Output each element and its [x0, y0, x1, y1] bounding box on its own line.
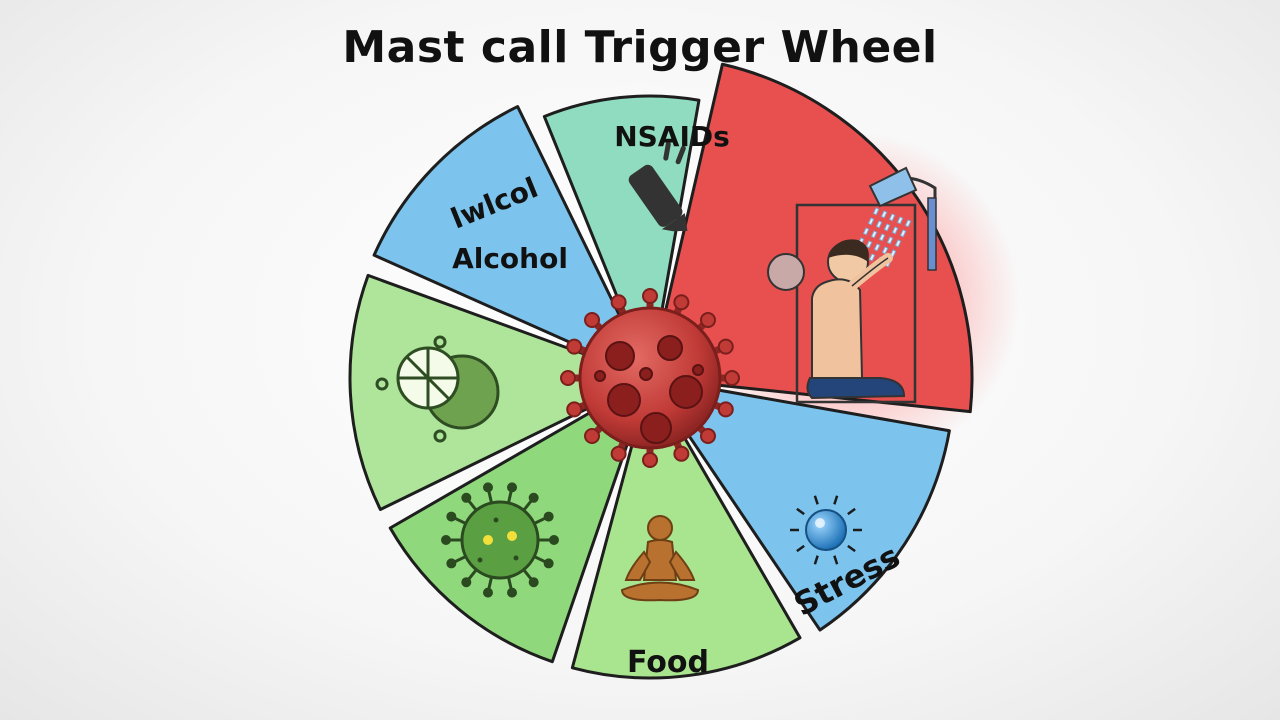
cell-spike-tip [642, 452, 658, 468]
water-drop [894, 239, 902, 248]
cell-granule [657, 335, 683, 361]
cell-spike-tip [560, 370, 576, 386]
pill-icon [628, 141, 688, 232]
water-drop [881, 246, 889, 255]
cell-spike-tip [584, 312, 601, 329]
cell-spike-tip [642, 288, 658, 304]
water-drop [873, 243, 881, 252]
segment-label-food: Food [627, 645, 709, 680]
shower-person-icon [767, 166, 937, 404]
water-drop [870, 230, 878, 239]
cell-granule [594, 370, 606, 382]
bubble-ray [847, 507, 856, 516]
virus-spike-tip [446, 558, 457, 569]
virus-spike-tip [528, 577, 539, 588]
water-drop [896, 216, 904, 225]
bubble-ray [813, 495, 819, 505]
cell-spike-tip [584, 427, 601, 444]
bubble-icon [790, 495, 862, 565]
virus-spike-tip [507, 482, 518, 493]
virus-spike-tip [543, 558, 554, 569]
cell-granule [639, 367, 653, 381]
meditation-person-icon [620, 515, 700, 602]
virus-spike-tip [507, 587, 518, 598]
cell-spike-tip [673, 294, 690, 311]
water-drop [875, 220, 883, 229]
virus-spike-tip [482, 587, 493, 598]
virus-spike-tip [528, 492, 539, 503]
cell-spike-tip [610, 445, 627, 462]
water-drop [868, 253, 876, 262]
cell-granule [669, 375, 703, 409]
cell-spike-tip [724, 370, 740, 386]
water-drop [888, 213, 896, 222]
bubble-ray [813, 555, 819, 565]
virus-spike-tip [549, 535, 559, 545]
virus-spike-tip [446, 511, 457, 522]
virus-spike-tip [482, 482, 493, 493]
diagram-title: Mast call Trigger Wheel [342, 22, 938, 73]
virus-spike-tip [441, 535, 451, 545]
segments-group [348, 62, 974, 680]
virus-spike-tip [461, 577, 472, 588]
water-drop [867, 217, 875, 226]
water-drop [899, 229, 907, 238]
bubble-ray [833, 495, 839, 505]
cell-spike-tip [566, 338, 583, 355]
water-drop [886, 236, 894, 245]
cell-granule [640, 412, 672, 444]
virus-icon [441, 482, 559, 598]
cell-spike-tip [699, 427, 716, 444]
water-drop [904, 219, 912, 228]
cell-spike-tip [610, 294, 627, 311]
citrus-icon [375, 335, 500, 443]
bubble-ray [847, 544, 856, 553]
cell-spike-tip [673, 445, 690, 462]
mast-cell-icon [560, 288, 740, 468]
segment-label-alcohol: Alcohol [452, 242, 568, 275]
cell-spike-tip [566, 401, 583, 418]
bubble-ray [796, 507, 805, 516]
cell-spike-tip [717, 401, 734, 418]
virus-spike-tip [461, 492, 472, 503]
bubble-ray [833, 555, 839, 565]
segment-label-nsaids: NSAIDs [614, 120, 730, 153]
virus-spike-tip [543, 511, 554, 522]
water-drop [880, 210, 888, 219]
cell-granule [692, 364, 704, 376]
water-drop [878, 233, 886, 242]
water-drop [865, 240, 873, 249]
cell-spike-tip [717, 338, 734, 355]
cell-spike-tip [699, 312, 716, 329]
bubble-ray [796, 544, 805, 553]
cell-granule [605, 341, 635, 371]
water-drop [891, 226, 899, 235]
water-drop [872, 207, 880, 216]
water-drop [862, 227, 870, 236]
cell-granule [607, 383, 641, 417]
water-drop [883, 223, 891, 232]
